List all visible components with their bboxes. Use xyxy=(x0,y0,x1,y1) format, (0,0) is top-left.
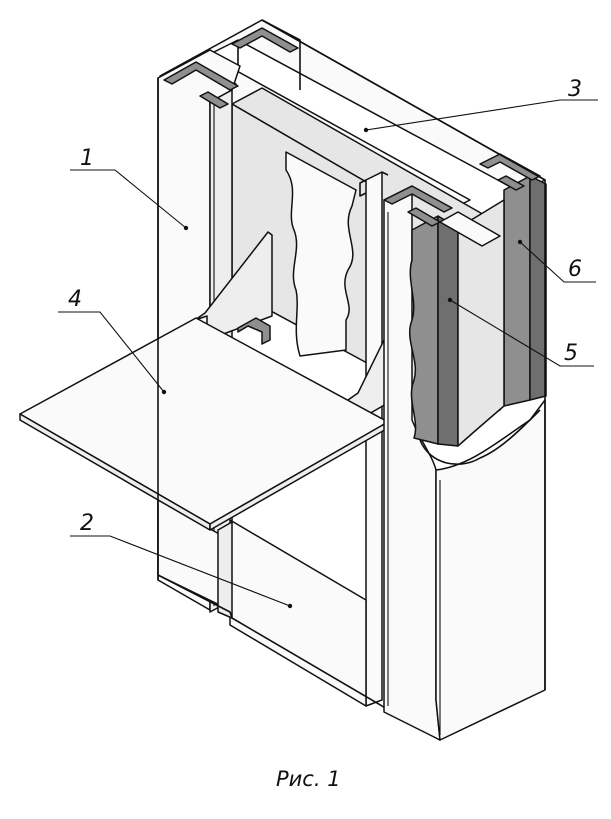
callout-4-label: 4 xyxy=(68,287,82,312)
callout-2: 2 xyxy=(70,511,293,609)
center-stud xyxy=(359,171,389,707)
shelf-board xyxy=(19,317,389,531)
lower-panel xyxy=(157,499,441,741)
cutaway-opening xyxy=(285,151,357,357)
callout-5: 5 xyxy=(447,297,594,367)
callout-5-label: 5 xyxy=(564,341,578,366)
insulation-strip-6 xyxy=(503,175,547,407)
callout-3-label: 3 xyxy=(568,77,582,102)
insulation-strip-5 xyxy=(408,215,459,447)
callout-4: 4 xyxy=(58,287,167,395)
figure-caption: Рис. 1 xyxy=(276,767,341,791)
callout-6-label: 6 xyxy=(568,257,582,282)
callout-1: 1 xyxy=(70,146,189,231)
callout-2-label: 2 xyxy=(80,511,94,536)
callout-6: 6 xyxy=(517,239,596,283)
outline-edges xyxy=(157,19,546,690)
callout-3: 3 xyxy=(363,77,598,133)
right-channel-profile xyxy=(383,153,541,247)
right-panel xyxy=(383,185,546,741)
callout-1-label: 1 xyxy=(80,146,94,171)
right-panel-inner-sheet xyxy=(457,199,505,447)
